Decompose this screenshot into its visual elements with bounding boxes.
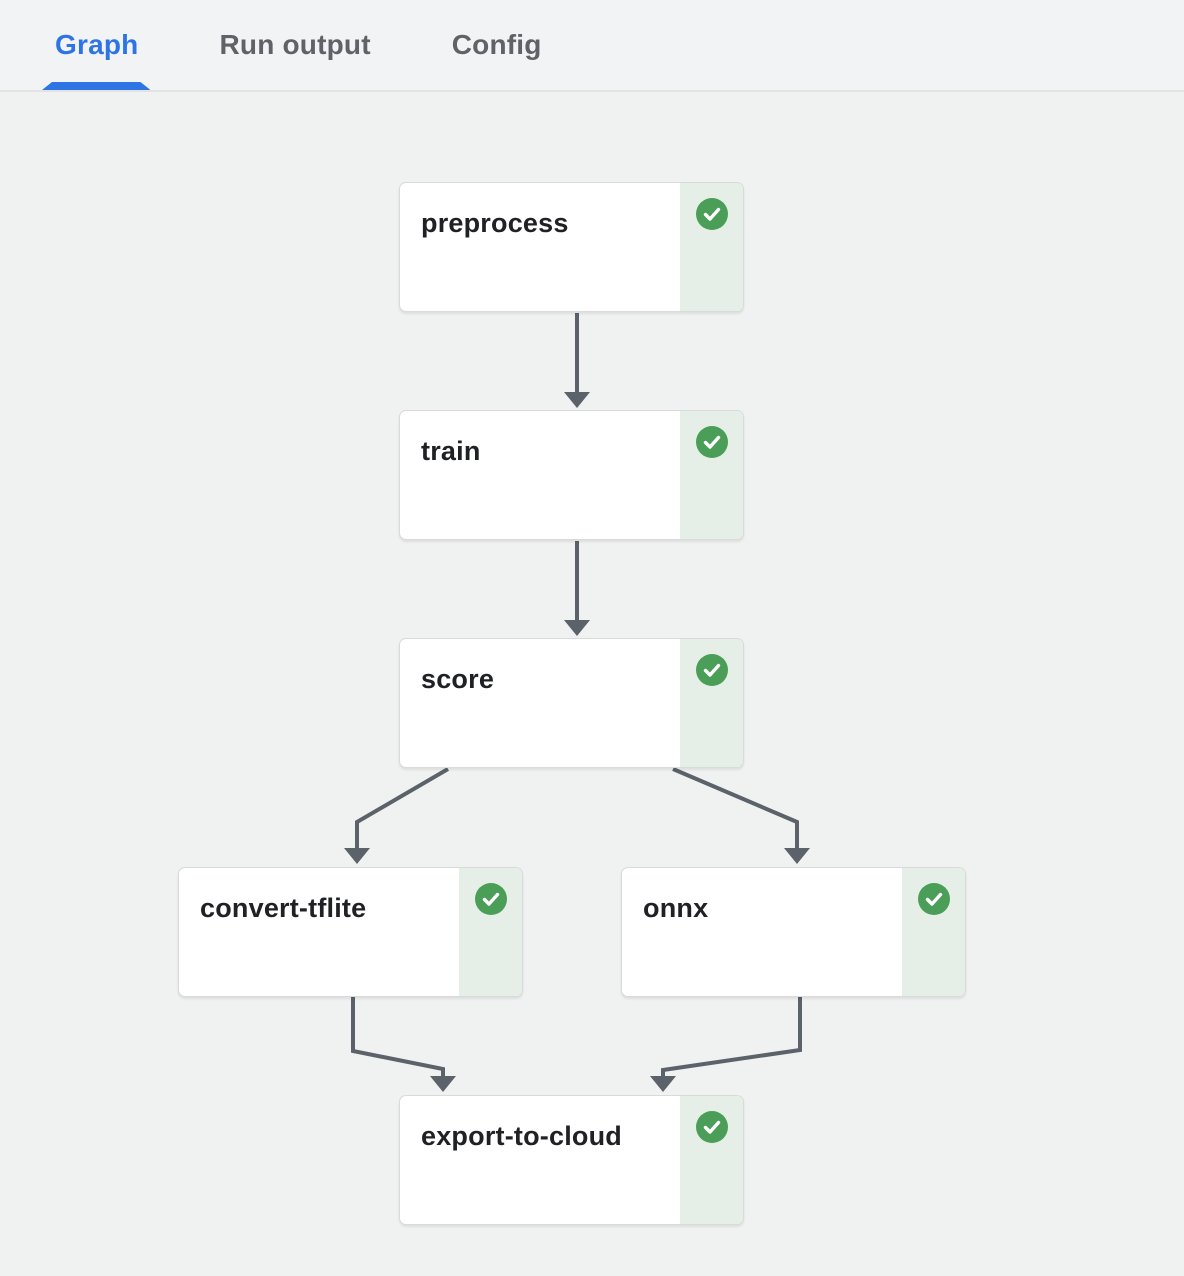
- edge-score-convert-tflite: [344, 767, 450, 864]
- node-status-strip: [680, 411, 743, 539]
- node-score[interactable]: score: [399, 638, 744, 768]
- node-preprocess[interactable]: preprocess: [399, 182, 744, 312]
- tab-bar: Graph Run output Config: [0, 0, 1184, 92]
- graph-canvas[interactable]: preprocess train: [0, 92, 1184, 1276]
- node-label: convert-tflite: [200, 893, 367, 923]
- node-body: preprocess: [400, 183, 680, 311]
- node-status-strip: [680, 639, 743, 767]
- check-circle-icon: [917, 883, 950, 915]
- check-circle-icon: [474, 883, 507, 915]
- tab-graph[interactable]: Graph: [55, 0, 138, 90]
- node-label: preprocess: [421, 208, 569, 238]
- node-body: train: [400, 411, 680, 539]
- check-circle-icon: [695, 198, 728, 230]
- node-label: score: [421, 664, 495, 694]
- tab-run-output-label: Run output: [219, 29, 371, 60]
- node-onnx[interactable]: onnx: [621, 867, 966, 997]
- node-convert-tflite[interactable]: convert-tflite: [178, 867, 523, 997]
- node-label: train: [421, 436, 481, 466]
- node-status-strip: [902, 868, 965, 996]
- node-export-to-cloud[interactable]: export-to-cloud: [399, 1095, 744, 1225]
- tab-run-output[interactable]: Run output: [219, 0, 370, 90]
- edges-layer: [344, 313, 810, 1092]
- check-circle-icon: [695, 1111, 728, 1143]
- node-status-strip: [680, 1096, 743, 1224]
- active-tab-underline: [42, 82, 150, 90]
- node-label: export-to-cloud: [421, 1121, 622, 1151]
- node-label: onnx: [643, 893, 709, 923]
- node-body: score: [400, 639, 680, 767]
- edge-convert-tflite-export-to-cloud: [351, 997, 456, 1092]
- node-status-strip: [459, 868, 522, 996]
- check-circle-icon: [695, 426, 728, 458]
- node-body: export-to-cloud: [400, 1096, 680, 1224]
- node-train[interactable]: train: [399, 410, 744, 540]
- edge-preprocess-train: [564, 313, 590, 408]
- node-status-strip: [680, 183, 743, 311]
- edge-train-score: [564, 541, 590, 636]
- tab-graph-label: Graph: [55, 29, 139, 60]
- node-body: onnx: [622, 868, 902, 996]
- node-body: convert-tflite: [179, 868, 459, 996]
- edge-score-onnx: [672, 767, 810, 864]
- edge-onnx-export-to-cloud: [650, 997, 802, 1092]
- check-circle-icon: [695, 654, 728, 686]
- tab-config[interactable]: Config: [452, 0, 542, 90]
- tab-config-label: Config: [451, 29, 542, 60]
